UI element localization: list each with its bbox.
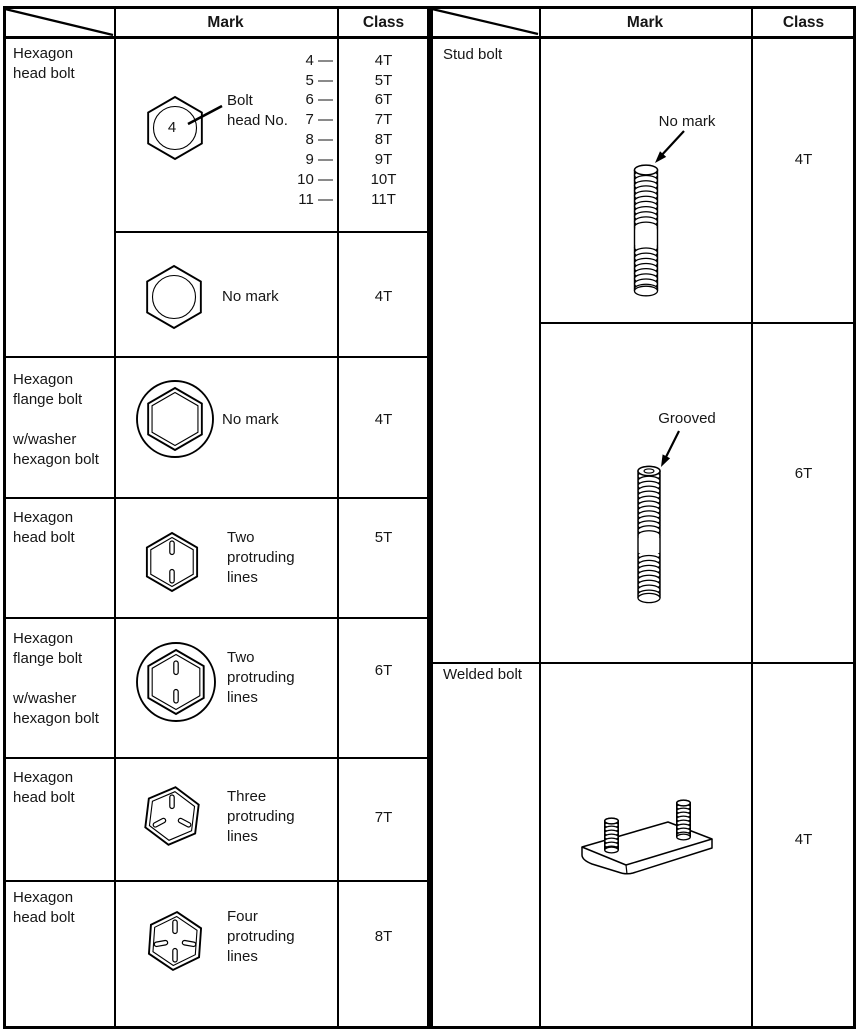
stud-bolt-no-mark-drawing — [633, 164, 659, 297]
grade-class: 10T — [370, 171, 397, 188]
class-value: 5T — [374, 529, 393, 546]
class-value: 6T — [794, 465, 813, 482]
grade-mark: 10 — — [297, 171, 333, 188]
table-divider — [539, 6, 541, 1029]
class-value: 4T — [794, 831, 813, 848]
grade-class: 11T — [371, 191, 396, 208]
header-diagonal-right — [431, 7, 539, 36]
mark-label: No mark — [658, 113, 716, 130]
class-column-header: Class — [782, 14, 825, 31]
grade-class: 6T — [374, 91, 393, 108]
table-divider — [3, 36, 430, 39]
category-hexagon-head-bolt: Hexagon head bolt — [13, 45, 75, 82]
grade-class: 8T — [374, 131, 393, 148]
table-divider — [3, 497, 430, 499]
table-divider — [539, 322, 856, 324]
mark-column-header: Mark — [626, 14, 664, 31]
table-divider — [3, 356, 430, 358]
two-lines-hexagon-icon — [145, 531, 199, 593]
table-divider — [114, 231, 430, 233]
mark-label: Two protruding lines — [227, 529, 295, 586]
class-value: 4T — [374, 411, 393, 428]
mark-label: No mark — [222, 411, 279, 428]
mark-label: Grooved — [658, 410, 716, 427]
category-hexagon-head-bolt: Hexagon head bolt — [13, 889, 75, 926]
class-value: 8T — [374, 928, 393, 945]
grade-mark: 4 — — [305, 52, 333, 69]
mark-label: Three protruding lines — [227, 788, 295, 845]
class-value: 7T — [374, 809, 393, 826]
category-stud-bolt: Stud bolt — [443, 46, 503, 63]
category-hexagon-head-bolt: Hexagon head bolt — [13, 509, 75, 546]
mark-column-header: Mark — [207, 14, 244, 31]
table-divider — [751, 6, 753, 1029]
bolt-head-number-hexagon-icon — [147, 95, 203, 161]
welded-bolt-drawing — [581, 799, 713, 875]
table-divider — [430, 36, 856, 39]
category-welded-bolt: Welded bolt — [443, 666, 522, 683]
grade-mark: 5 — — [305, 72, 333, 89]
header-diagonal-left — [4, 7, 114, 37]
grade-class: 4T — [374, 52, 393, 69]
bolt-head-number: 4 — [167, 119, 177, 136]
grade-mark: 9 — — [305, 151, 333, 168]
bolt-head-no-callout: Bolt head No. — [227, 92, 288, 129]
three-lines-hexagon-icon — [144, 786, 200, 846]
table-divider — [337, 6, 339, 1029]
class-value: 4T — [374, 288, 393, 305]
table-divider — [430, 662, 856, 664]
four-lines-hexagon-icon — [147, 910, 203, 972]
table-divider — [3, 617, 430, 619]
stud-bolt-grooved-drawing — [637, 465, 661, 604]
bolt-type-table-right — [430, 6, 856, 1029]
grade-class: 9T — [374, 151, 393, 168]
mark-label: Four protruding lines — [227, 908, 295, 965]
category-hexagon-flange-bolt: Hexagon flange bolt w/washer hexagon bol… — [13, 371, 99, 468]
grooved-arrow-line — [664, 430, 680, 460]
class-value: 6T — [374, 662, 393, 679]
grade-mark: 6 — — [305, 91, 333, 108]
category-hexagon-flange-bolt: Hexagon flange bolt w/washer hexagon bol… — [13, 630, 99, 727]
grade-class: 7T — [374, 111, 393, 128]
no-mark-flange-bolt-icon — [136, 380, 214, 458]
two-lines-flange-bolt-icon — [136, 642, 216, 722]
class-column-header: Class — [362, 14, 405, 31]
table-divider — [3, 757, 430, 759]
grooved-arrowhead-icon — [661, 454, 671, 467]
grade-class: 5T — [374, 72, 393, 89]
grade-mark: 11 — — [298, 191, 333, 208]
no-mark-hexagon-icon — [146, 264, 202, 330]
mark-label: Two protruding lines — [227, 649, 295, 706]
table-divider — [114, 6, 116, 1029]
category-hexagon-head-bolt: Hexagon head bolt — [13, 769, 75, 806]
bolt-type-table-left — [3, 6, 430, 1029]
grade-mark: 7 — — [305, 111, 333, 128]
no-mark-arrow-line — [659, 130, 685, 158]
table-divider — [3, 880, 430, 882]
class-value: 4T — [794, 151, 813, 168]
mark-label: No mark — [222, 288, 279, 305]
bolt-head-no-leader-line — [187, 104, 223, 126]
grade-mark: 8 — — [305, 131, 333, 148]
no-mark-arrowhead-icon — [655, 151, 667, 163]
